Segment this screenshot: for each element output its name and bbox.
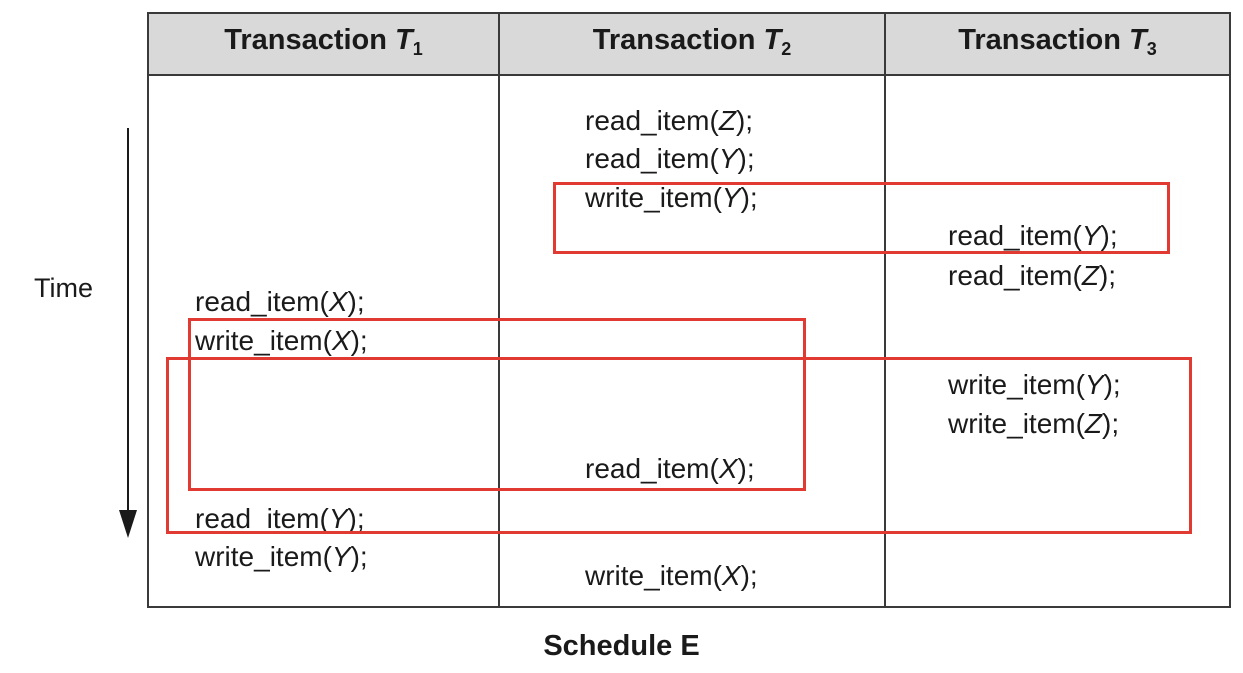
conflict-box-y-t2-t3 [553, 182, 1170, 254]
schedule-table [147, 12, 1231, 608]
time-label: Time [34, 273, 93, 303]
t3-read-y-op: read_item(Y); [948, 220, 1118, 251]
t3-read-z-op: read_item(Z); [948, 260, 1117, 291]
t1-read-x-op: read_item(X); [195, 286, 365, 317]
t1-write-x-op: write_item(X); [195, 325, 368, 356]
t2-write-y-op: write_item(Y); [585, 182, 758, 213]
time-arrow-line [127, 128, 129, 513]
header-transaction-t1: Transaction T1 [224, 24, 423, 59]
table-header [149, 14, 1229, 76]
t2-read-z-op: read_item(Z); [585, 105, 754, 136]
t1-write-y-op: write_item(Y); [195, 541, 368, 572]
t3-write-z-op: write_item(Z); [948, 408, 1120, 439]
t2-write-x-op: write_item(X); [585, 560, 758, 591]
conflict-box-x-t1-t2 [188, 318, 806, 491]
header-transaction-t2: Transaction T2 [592, 24, 792, 59]
column-divider [498, 14, 500, 606]
time-arrow-head [119, 510, 137, 538]
conflict-box-y-t3-t1 [166, 357, 1192, 534]
t2-read-x-op: read_item(X); [585, 453, 755, 484]
t3-write-y-op: write_item(Y); [948, 369, 1121, 400]
schedule-caption: Schedule E [543, 630, 700, 662]
header-transaction-t3: Transaction T3 [958, 24, 1157, 59]
column-divider [884, 14, 886, 606]
t1-read-y-op: read_item(Y); [195, 503, 365, 534]
t2-read-y-op: read_item(Y); [585, 143, 755, 174]
